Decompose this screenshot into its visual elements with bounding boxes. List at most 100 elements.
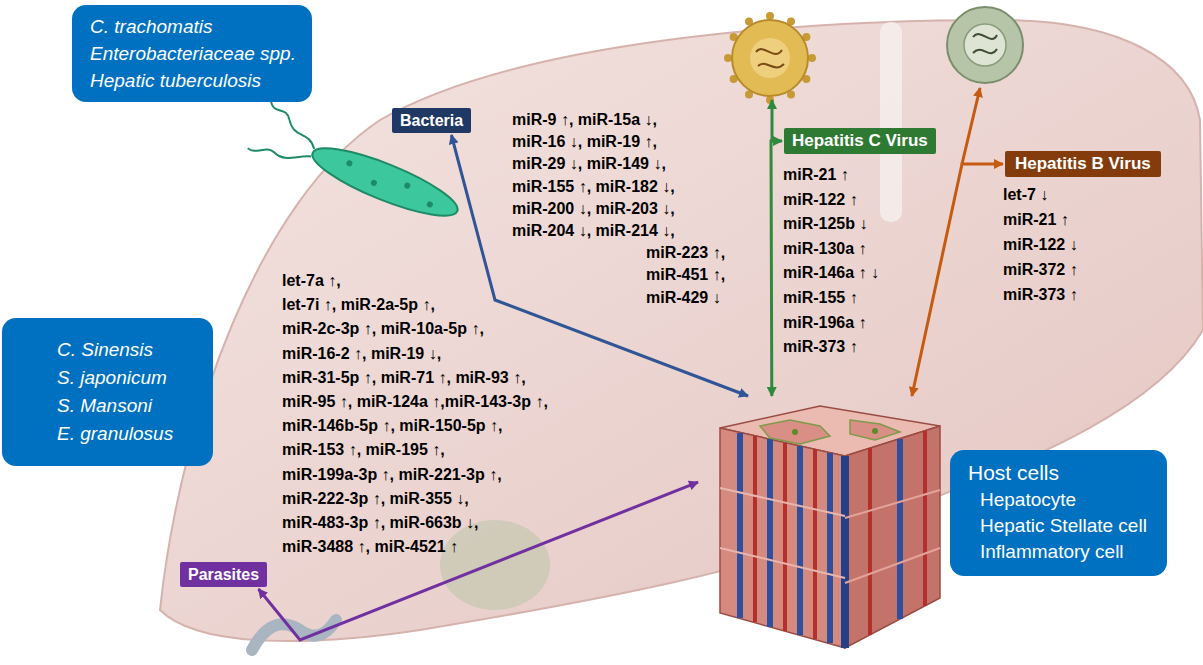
- infection-arrow: [259, 482, 699, 640]
- central-vein: [841, 456, 849, 648]
- virus-spike: [808, 54, 816, 62]
- mirna-label: miR-21 ↑: [1003, 211, 1069, 229]
- hepatic-plate: [720, 548, 845, 578]
- liver-outline: [160, 20, 1203, 641]
- mirna-label: miR-16-2 ↑, miR-19 ↓,: [282, 345, 441, 363]
- mirna-label: miR-451 ↑,: [646, 266, 725, 284]
- infection-arrow: [771, 141, 782, 396]
- bacterium-dot: [346, 159, 354, 167]
- artery: [923, 431, 927, 606]
- vein: [897, 439, 903, 619]
- lobule-pattern: [760, 420, 900, 444]
- mirna-label: miR-21 ↑: [783, 166, 849, 184]
- mirna-label: miR-2c-3p ↑, miR-10a-5p ↑,: [282, 320, 484, 338]
- mirna-label: miR-372 ↑: [1003, 261, 1078, 279]
- mirna-label: let-7a ↑,: [282, 272, 341, 290]
- gallbladder: [440, 520, 550, 610]
- mirna-label: miR-16 ↓, miR-19 ↑,: [512, 133, 657, 151]
- vein: [827, 453, 833, 643]
- hepatic-plate: [845, 548, 940, 583]
- liver-tissue-illustration: [720, 406, 940, 648]
- host-cell-type: Hepatocyte: [968, 487, 1147, 513]
- virus-core: [750, 38, 790, 78]
- category-name: Bacteria: [400, 111, 463, 130]
- hcv-arrow-extension: [771, 100, 774, 141]
- vein: [767, 439, 773, 627]
- flagellum: [260, 101, 324, 149]
- vein: [797, 446, 803, 635]
- host-cell-type: Inflammatory cell: [968, 539, 1147, 565]
- pathogen-name: E. granulosus: [57, 420, 173, 448]
- mirna-label: miR-204 ↓, miR-214 ↓,: [512, 222, 675, 240]
- vena-cava: [880, 22, 902, 222]
- infection-arrow: [451, 135, 748, 396]
- pathogen-name: Enterobacteriaceae spp.: [90, 40, 296, 67]
- hepatic-plate: [720, 488, 845, 516]
- mirna-label: miR-222-3p ↑, miR-355 ↓,: [282, 490, 469, 508]
- category-label: Hepatitis C Virus: [784, 128, 936, 154]
- mirna-label: miR-200 ↓, miR-203 ↓,: [512, 200, 675, 218]
- mirna-label: miR-373 ↑: [783, 338, 858, 356]
- artery: [783, 443, 787, 631]
- mirna-label: miR-146b-5p ↑, miR-150-5p ↑,: [282, 417, 503, 435]
- mirna-label: let-7 ↓: [1003, 186, 1048, 204]
- pathogen-name: S. japonicum: [57, 364, 173, 392]
- category-label: Parasites: [180, 562, 267, 587]
- infection-arrow: [912, 164, 1003, 396]
- virus-core: [964, 24, 1006, 66]
- bacterium-dot: [370, 179, 378, 187]
- mirna-label: miR-3488 ↑, miR-4521 ↑: [282, 538, 458, 556]
- hbv-arrow-extension: [962, 88, 980, 164]
- category-label: Hepatitis B Virus: [1005, 151, 1161, 177]
- host-cell-type: Hepatic Stellate cell: [968, 513, 1147, 539]
- category-name: Parasites: [188, 565, 259, 584]
- pathogen-name: C. Sinensis: [57, 336, 173, 364]
- artery: [813, 449, 817, 639]
- category-name: Hepatitis B Virus: [1015, 154, 1151, 174]
- mirna-label: miR-483-3p ↑, miR-663b ↓,: [282, 514, 479, 532]
- virus-body: [732, 20, 808, 96]
- mirna-label: miR-155 ↑, miR-182 ↓,: [512, 178, 675, 196]
- bacterium-body: [306, 136, 464, 228]
- category-name: Hepatitis C Virus: [792, 131, 928, 151]
- hcv-virus-icon: [724, 12, 816, 104]
- pathogen-name: S. Mansoni: [57, 392, 173, 420]
- mirna-label: miR-223 ↑,: [646, 244, 725, 262]
- mirna-label: miR-196a ↑: [783, 314, 867, 332]
- host-node: Host cellsHepatocyteHepatic Stellate cel…: [700, 398, 1195, 653]
- virus-dna: [973, 34, 997, 53]
- mirna-label: miR-153 ↑, miR-195 ↑,: [282, 441, 445, 459]
- virus-rna: [756, 49, 784, 67]
- bile-duct: [872, 428, 878, 434]
- mirna-label: miR-199a-3p ↑, miR-221-3p ↑,: [282, 466, 502, 484]
- pathogen-list-box: C. trachomatisEnterobacteriaceae spp.Hep…: [72, 5, 312, 102]
- mirna-label: miR-29 ↓, miR-149 ↓,: [512, 155, 666, 173]
- host-cell-type: Host cells: [968, 459, 1147, 487]
- bacterium-dot: [403, 182, 411, 190]
- pathogen-list-box: C. SinensisS. japonicumS. MansoniE. gran…: [2, 318, 213, 466]
- mirna-label: miR-125b ↓: [783, 215, 867, 233]
- mirna-label: miR-9 ↑, miR-15a ↓,: [512, 111, 657, 129]
- category-label: Bacteria: [392, 108, 471, 133]
- artery: [868, 448, 872, 635]
- mirna-label: miR-122 ↑: [783, 191, 858, 209]
- vein: [737, 433, 743, 618]
- tissue-right-face: [845, 426, 940, 648]
- mirna-label: miR-122 ↓: [1003, 236, 1078, 254]
- mirna-label: let-7i ↑, miR-2a-5p ↑,: [282, 296, 435, 314]
- tissue-left-face: [720, 428, 845, 648]
- artery: [753, 436, 757, 622]
- hepatic-plate: [845, 490, 940, 518]
- virus-body: [947, 7, 1023, 83]
- flagellum: [247, 133, 311, 172]
- mirna-label: miR-429 ↓: [646, 289, 721, 307]
- mirna-label: miR-146a ↑ ↓: [783, 264, 879, 282]
- host-box: Host cellsHepatocyteHepatic Stellate cel…: [950, 450, 1167, 576]
- hbv-virus-icon: [947, 7, 1023, 83]
- mirna-label: miR-155 ↑: [783, 289, 858, 307]
- mirna-label: miR-95 ↑, miR-124a ↑,miR-143-3p ↑,: [282, 393, 548, 411]
- mirna-label: miR-31-5p ↑, miR-71 ↑, miR-93 ↑,: [282, 369, 526, 387]
- bile-duct: [792, 429, 798, 435]
- pathogen-name: C. trachomatis: [90, 13, 296, 40]
